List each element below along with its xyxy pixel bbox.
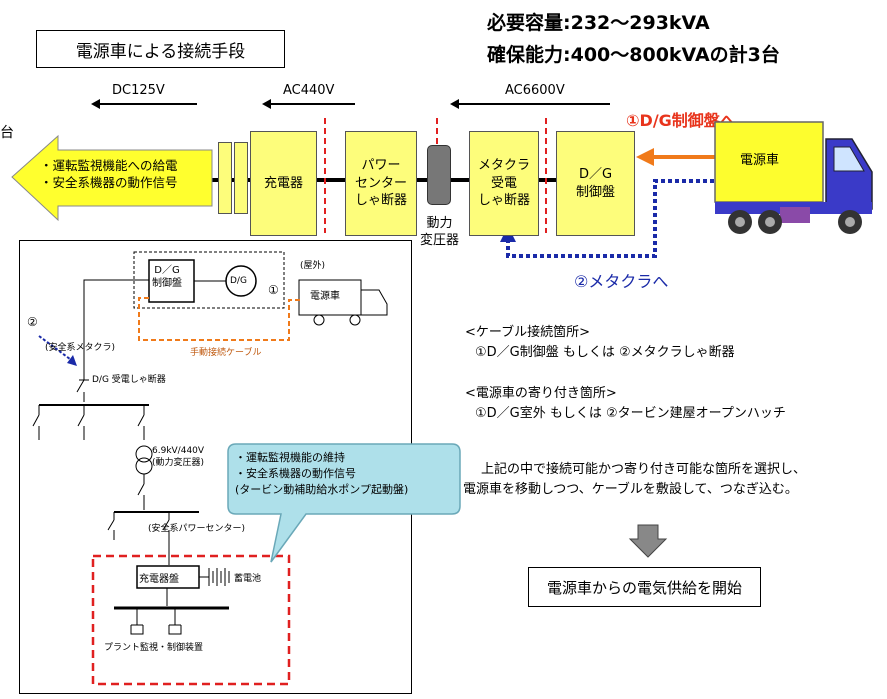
cable-connection-info: <ケーブル接続箇所> ①D／G制御盤 もしくは ②メタクラしゃ断器 xyxy=(465,323,735,362)
schematic-marker-1: ① xyxy=(268,283,279,297)
schematic-transformer-line-1: 6.9kV/440V xyxy=(152,446,205,456)
secured-capacity: 確保能力:400〜800kVAの計3台 xyxy=(487,44,780,66)
schematic-cable: 手動接続ケーブル xyxy=(190,348,262,358)
ac440v-label: AC440V xyxy=(283,83,335,98)
transformer-icon xyxy=(427,145,451,205)
dg-panel-line-2: 制御盤 xyxy=(575,184,615,200)
transformer-label: 動力 変圧器 xyxy=(420,216,459,250)
route1-label: ①D/G制御盤へ xyxy=(626,111,736,130)
truck-text: ①D／G室外 もしくは ②タービン建屋オープンハッチ xyxy=(475,405,786,421)
schematic-battery: 蓄電池 xyxy=(234,574,262,584)
required-capacity: 必要容量:232〜293kVA xyxy=(487,12,710,34)
truck-position-info: <電源車の寄り付き箇所> ①D／G室外 もしくは ②タービン建屋オープンハッチ xyxy=(465,384,786,423)
callout-text: ・運転監視機能の維持 ・安全系機器の動作信号 (タービン動補助給水ポンプ起動盤) xyxy=(235,450,408,498)
callout-line-2: ・安全系機器の動作信号 xyxy=(235,466,356,480)
schematic-outdoor: (屋外) xyxy=(300,261,326,271)
metaclad-box: メタクラ 受電 しゃ断器 xyxy=(469,131,539,236)
arrow-text-line-2: ・安全系機器の動作信号 xyxy=(40,174,178,190)
truck-heading: <電源車の寄り付き箇所> xyxy=(465,386,617,401)
metaclad-line-3: しゃ断器 xyxy=(477,193,530,209)
ac6600v-label: AC6600V xyxy=(505,83,565,98)
cable-heading: <ケーブル接続箇所> xyxy=(465,325,591,340)
page-title: 電源車による接続手段 xyxy=(36,30,285,68)
schematic-transformer: 6.9kV/440V (動力変圧器) xyxy=(152,446,204,469)
voltage-dividers xyxy=(324,118,547,233)
power-center-box: パワー センター しゃ断器 xyxy=(345,131,417,236)
dg-panel-box: D／G 制御盤 xyxy=(556,131,635,236)
power-truck-icon xyxy=(714,121,873,234)
arrow-text-line-1: ・運転監視機能への給電 xyxy=(40,158,178,173)
schematic-dg-circle: D/G xyxy=(230,276,247,286)
schematic-safety-metaclad: (安全系メタクラ) xyxy=(45,343,116,353)
summary-line-1: 上記の中で接続可能かつ寄り付き可能な箇所を選択し、 xyxy=(481,462,807,477)
cable-text: ①D／G制御盤 もしくは ②メタクラしゃ断器 xyxy=(475,344,735,360)
callout-line-1: ・運転監視機能の維持 xyxy=(235,451,345,464)
schematic-lines xyxy=(32,251,388,686)
voltage-arrows xyxy=(91,99,610,109)
bus-segment-2 xyxy=(234,142,248,214)
schematic-transformer-line-2: (動力変圧器) xyxy=(152,457,205,468)
callout-line-3: (タービン動補助給水ポンプ起動盤) xyxy=(235,482,409,496)
bus-segment-1 xyxy=(218,142,232,214)
cut-off-text: 台 xyxy=(0,125,14,141)
callout-bubble xyxy=(227,443,461,563)
route2-line xyxy=(506,179,742,258)
power-center-line-1: パワー xyxy=(361,158,401,174)
schematic-marker-2: ② xyxy=(27,315,38,329)
truck-label: 電源車 xyxy=(740,153,780,168)
down-arrow-icon xyxy=(628,524,668,558)
schematic-safety-pc: (安全系パワーセンター) xyxy=(148,524,246,534)
schematic-truck: 電源車 xyxy=(310,291,340,302)
route2-label: ②メタクラへ xyxy=(574,272,669,291)
metaclad-line-1: メタクラ xyxy=(477,158,530,174)
route1-arrow xyxy=(636,148,718,166)
dc125v-label: DC125V xyxy=(112,83,165,98)
power-center-line-3: しゃ断器 xyxy=(354,193,407,209)
schematic-dg-panel-line-1: D／G xyxy=(154,265,180,276)
result-box: 電源車からの電気供給を開始 xyxy=(528,567,761,607)
summary-line-2: 電源車を移動しつつ、ケーブルを敷設して、つなぎ込む。 xyxy=(463,481,798,497)
dg-panel-line-1: D／G xyxy=(578,166,613,182)
metaclad-line-2: 受電 xyxy=(490,175,517,191)
transformer-line-1: 動力 xyxy=(426,216,453,231)
output-arrow xyxy=(11,134,213,222)
schematic-dg-breaker: D/G 受電しゃ断器 xyxy=(92,375,166,385)
output-arrow-text: ・運転監視機能への給電 ・安全系機器の動作信号 xyxy=(40,158,178,192)
schematic-dg-panel-line-2: 制御盤 xyxy=(152,278,182,289)
summary-info: 上記の中で接続可能かつ寄り付き可能な箇所を選択し、 電源車を移動しつつ、ケーブル… xyxy=(463,460,806,499)
power-center-line-2: センター xyxy=(354,175,407,191)
schematic-plant-monitor: プラント監視・制御装置 xyxy=(104,643,204,653)
charger-box: 充電器 xyxy=(250,131,317,236)
schematic-dg-panel: D／G 制御盤 xyxy=(152,264,182,290)
transformer-line-2: 変圧器 xyxy=(420,232,460,248)
schematic-charger: 充電器盤 xyxy=(139,574,179,585)
